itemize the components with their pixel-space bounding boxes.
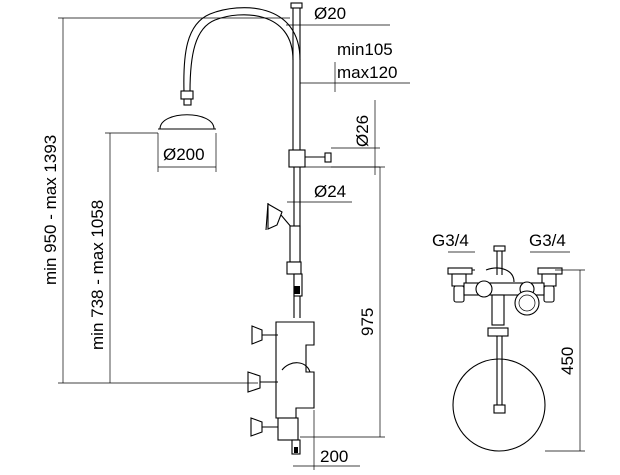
dim-total-height: min 950 - max 1393 — [41, 135, 60, 285]
wall-bracket — [288, 149, 306, 168]
right-inlet-flange — [537, 267, 563, 275]
dim-lower-rail-diameter: Ø24 — [314, 182, 346, 201]
dim-head-height: min 738 - max 1058 — [88, 200, 107, 350]
shower-head — [159, 114, 215, 130]
arm-nut — [180, 90, 194, 100]
front-view — [447, 245, 563, 452]
front-hand-shower-inner — [518, 294, 536, 312]
front-mixer-swirl — [485, 267, 515, 283]
middle-handle — [247, 371, 261, 393]
gooseneck-arm-outer — [189, 14, 294, 93]
dim-right-inlet: G3/4 — [529, 231, 566, 250]
front-hand-shower — [514, 290, 540, 316]
dim-rail-height: 975 — [358, 308, 377, 336]
hand-shower-face — [265, 202, 269, 231]
hand-shower-head — [267, 203, 283, 230]
front-rail-cap — [493, 245, 506, 252]
side-view-dimensions: Ø20 min105 max120 Ø26 Ø200 Ø24 min 950 -… — [41, 4, 410, 470]
mixer-curve — [281, 362, 311, 373]
slider-knob — [294, 286, 300, 294]
slider-body — [293, 273, 303, 297]
gooseneck-arm-inner — [183, 7, 301, 93]
front-left-handle — [475, 280, 493, 298]
dim-front-height: 450 — [558, 347, 577, 375]
arm-nut-lower — [183, 98, 192, 106]
dim-left-inlet: G3/4 — [432, 231, 469, 250]
slider — [286, 261, 302, 275]
mixer-body — [275, 321, 315, 419]
left-inlet-flange — [447, 267, 473, 275]
front-lower-nut — [487, 327, 509, 337]
dim-mixer-depth: 200 — [320, 447, 348, 466]
right-eccentric — [543, 285, 555, 303]
front-lower-stem-tip — [493, 404, 506, 414]
dim-head-diameter: Ø200 — [163, 145, 205, 164]
side-view — [158, 2, 332, 455]
dim-rail-diameter: Ø26 — [353, 115, 372, 147]
lower-outlet-tip — [294, 447, 298, 453]
front-view-dimensions: G3/4 G3/4 450 — [432, 231, 585, 452]
rail-top-cap — [290, 2, 303, 9]
lower-outlet-body — [277, 417, 299, 441]
front-head-shower — [452, 358, 546, 452]
left-eccentric — [453, 285, 465, 303]
hand-shower-handle — [289, 225, 301, 263]
upper-handle — [251, 325, 263, 345]
wall-bracket-flange — [324, 152, 332, 163]
dim-reach-min: min105 — [337, 40, 393, 59]
lower-handle — [250, 417, 263, 437]
front-vertical-body — [491, 294, 505, 326]
dim-arm-diameter: Ø20 — [314, 4, 346, 23]
dim-reach-max: max120 — [337, 63, 397, 82]
